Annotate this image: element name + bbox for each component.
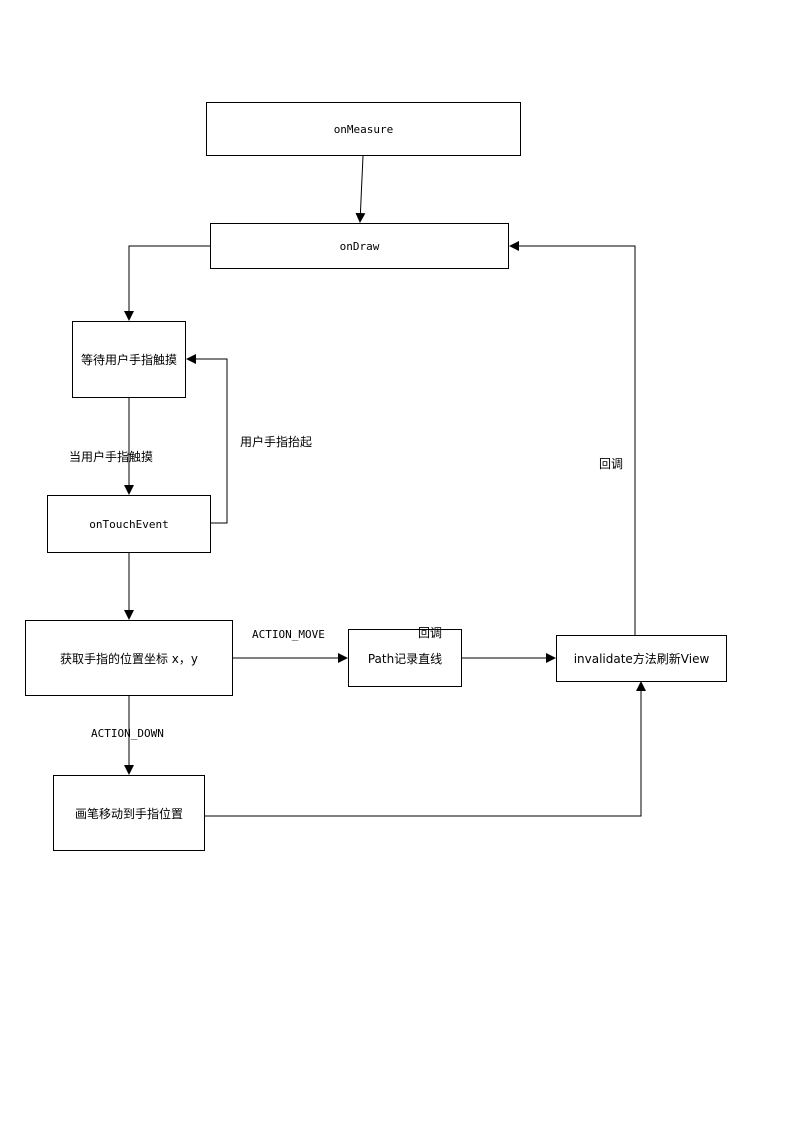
label-action-move: ACTION_MOVE: [252, 628, 325, 641]
label-when-touched: 当用户手指触摸: [69, 450, 154, 464]
label-callback-right: 回调: [599, 457, 624, 471]
edge-movepen-to-invalidate: [205, 681, 646, 817]
edge-touchevent-to-wait: [186, 354, 228, 524]
node-on-touch-event: onTouchEvent: [47, 495, 211, 553]
edge-invalidate-to-draw: [509, 241, 636, 635]
label-finger-lifted: 用户手指抬起: [240, 435, 313, 449]
node-move-pen: 画笔移动到手指位置: [53, 775, 205, 851]
label-callback-middle: 回调: [418, 626, 443, 640]
node-on-measure: onMeasure: [206, 102, 521, 156]
node-path-line: Path记录直线: [348, 629, 462, 687]
node-get-position: 获取手指的位置坐标 x，y: [25, 620, 233, 696]
edge-measure-to-draw: [355, 155, 366, 223]
node-wait-touch: 等待用户手指触摸: [72, 321, 186, 398]
node-on-draw: onDraw: [210, 223, 509, 269]
edge-draw-to-wait: [124, 245, 210, 321]
node-invalidate: invalidate方法刷新View: [556, 635, 727, 682]
label-action-down: ACTION_DOWN: [91, 727, 164, 740]
